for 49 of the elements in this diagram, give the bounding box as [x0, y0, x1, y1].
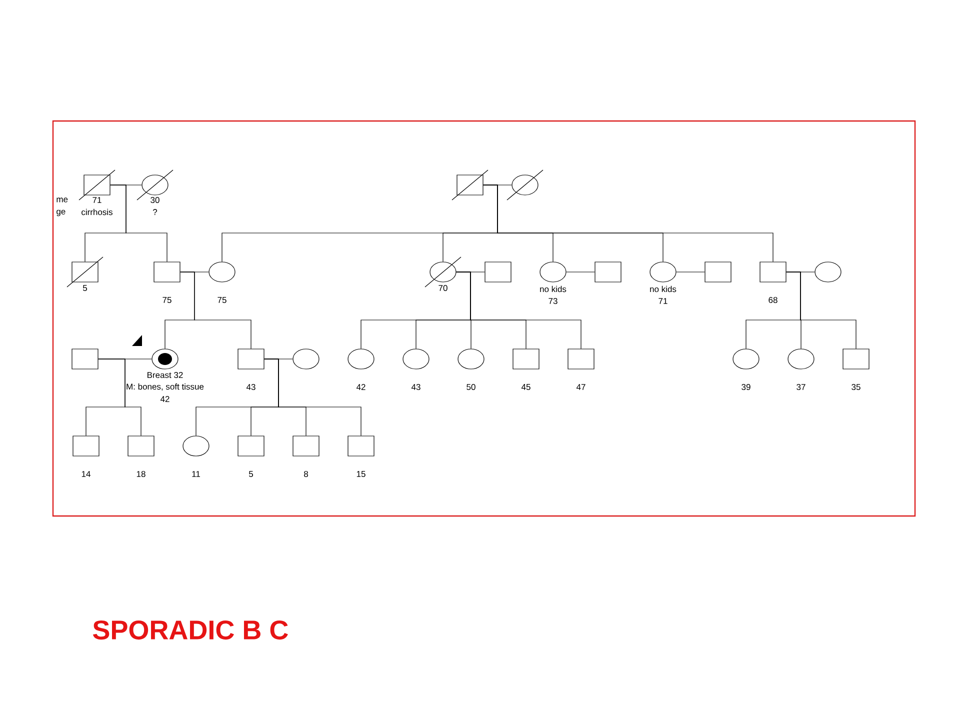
age-label: 71 — [92, 197, 102, 203]
age-label: M: bones, soft tissue — [126, 383, 204, 391]
descent-line — [180, 272, 252, 349]
age-label: 43 — [411, 384, 420, 390]
age-label: 75 — [218, 297, 226, 303]
caption: SPORADIC B C — [92, 620, 288, 640]
age-label: Breast 32 — [148, 372, 183, 378]
age-label: no kids — [540, 286, 566, 292]
male-square — [72, 348, 98, 370]
female-circle — [292, 348, 320, 370]
age-label: 37 — [796, 384, 806, 390]
age-label: no kids — [650, 286, 676, 292]
row-label: ge — [56, 210, 66, 216]
age-label: 71 — [658, 298, 668, 304]
female-circle — [512, 174, 538, 196]
age-label: 43 — [246, 384, 256, 390]
age-label: 35 — [852, 384, 860, 390]
age-label: 73 — [548, 298, 558, 304]
age-label: 50 — [466, 384, 476, 390]
age-label: 18 — [136, 471, 146, 477]
age-label: 5 — [82, 285, 88, 291]
age-label: 47 — [576, 384, 586, 390]
age-label: 11 — [192, 471, 200, 477]
age-label: 42 — [160, 396, 170, 402]
age-label: 68 — [768, 297, 778, 303]
age-label: 15 — [356, 471, 366, 477]
age-label: 14 — [82, 471, 90, 477]
age-label: cirrhosis — [82, 208, 112, 216]
male-square — [456, 174, 484, 196]
row-label: me — [56, 198, 68, 202]
age-label: 8 — [304, 471, 308, 477]
age-label: 30 — [150, 197, 160, 203]
male-square — [594, 262, 622, 282]
descent-line — [264, 358, 362, 436]
age-label: 70 — [438, 285, 448, 291]
male-square — [484, 262, 512, 282]
descent-line — [483, 184, 774, 262]
age-label: 5 — [248, 471, 254, 477]
male-square — [704, 262, 732, 282]
descent-line — [98, 358, 142, 436]
age-label: 39 — [742, 384, 750, 390]
age-label: 42 — [356, 384, 366, 390]
descent-line — [786, 272, 856, 349]
descent-line — [110, 184, 168, 262]
descent-line — [456, 272, 582, 349]
age-label: 45 — [521, 384, 530, 390]
age-label: ? — [152, 209, 158, 215]
age-label: 75 — [162, 297, 172, 303]
female-circle — [814, 262, 842, 282]
